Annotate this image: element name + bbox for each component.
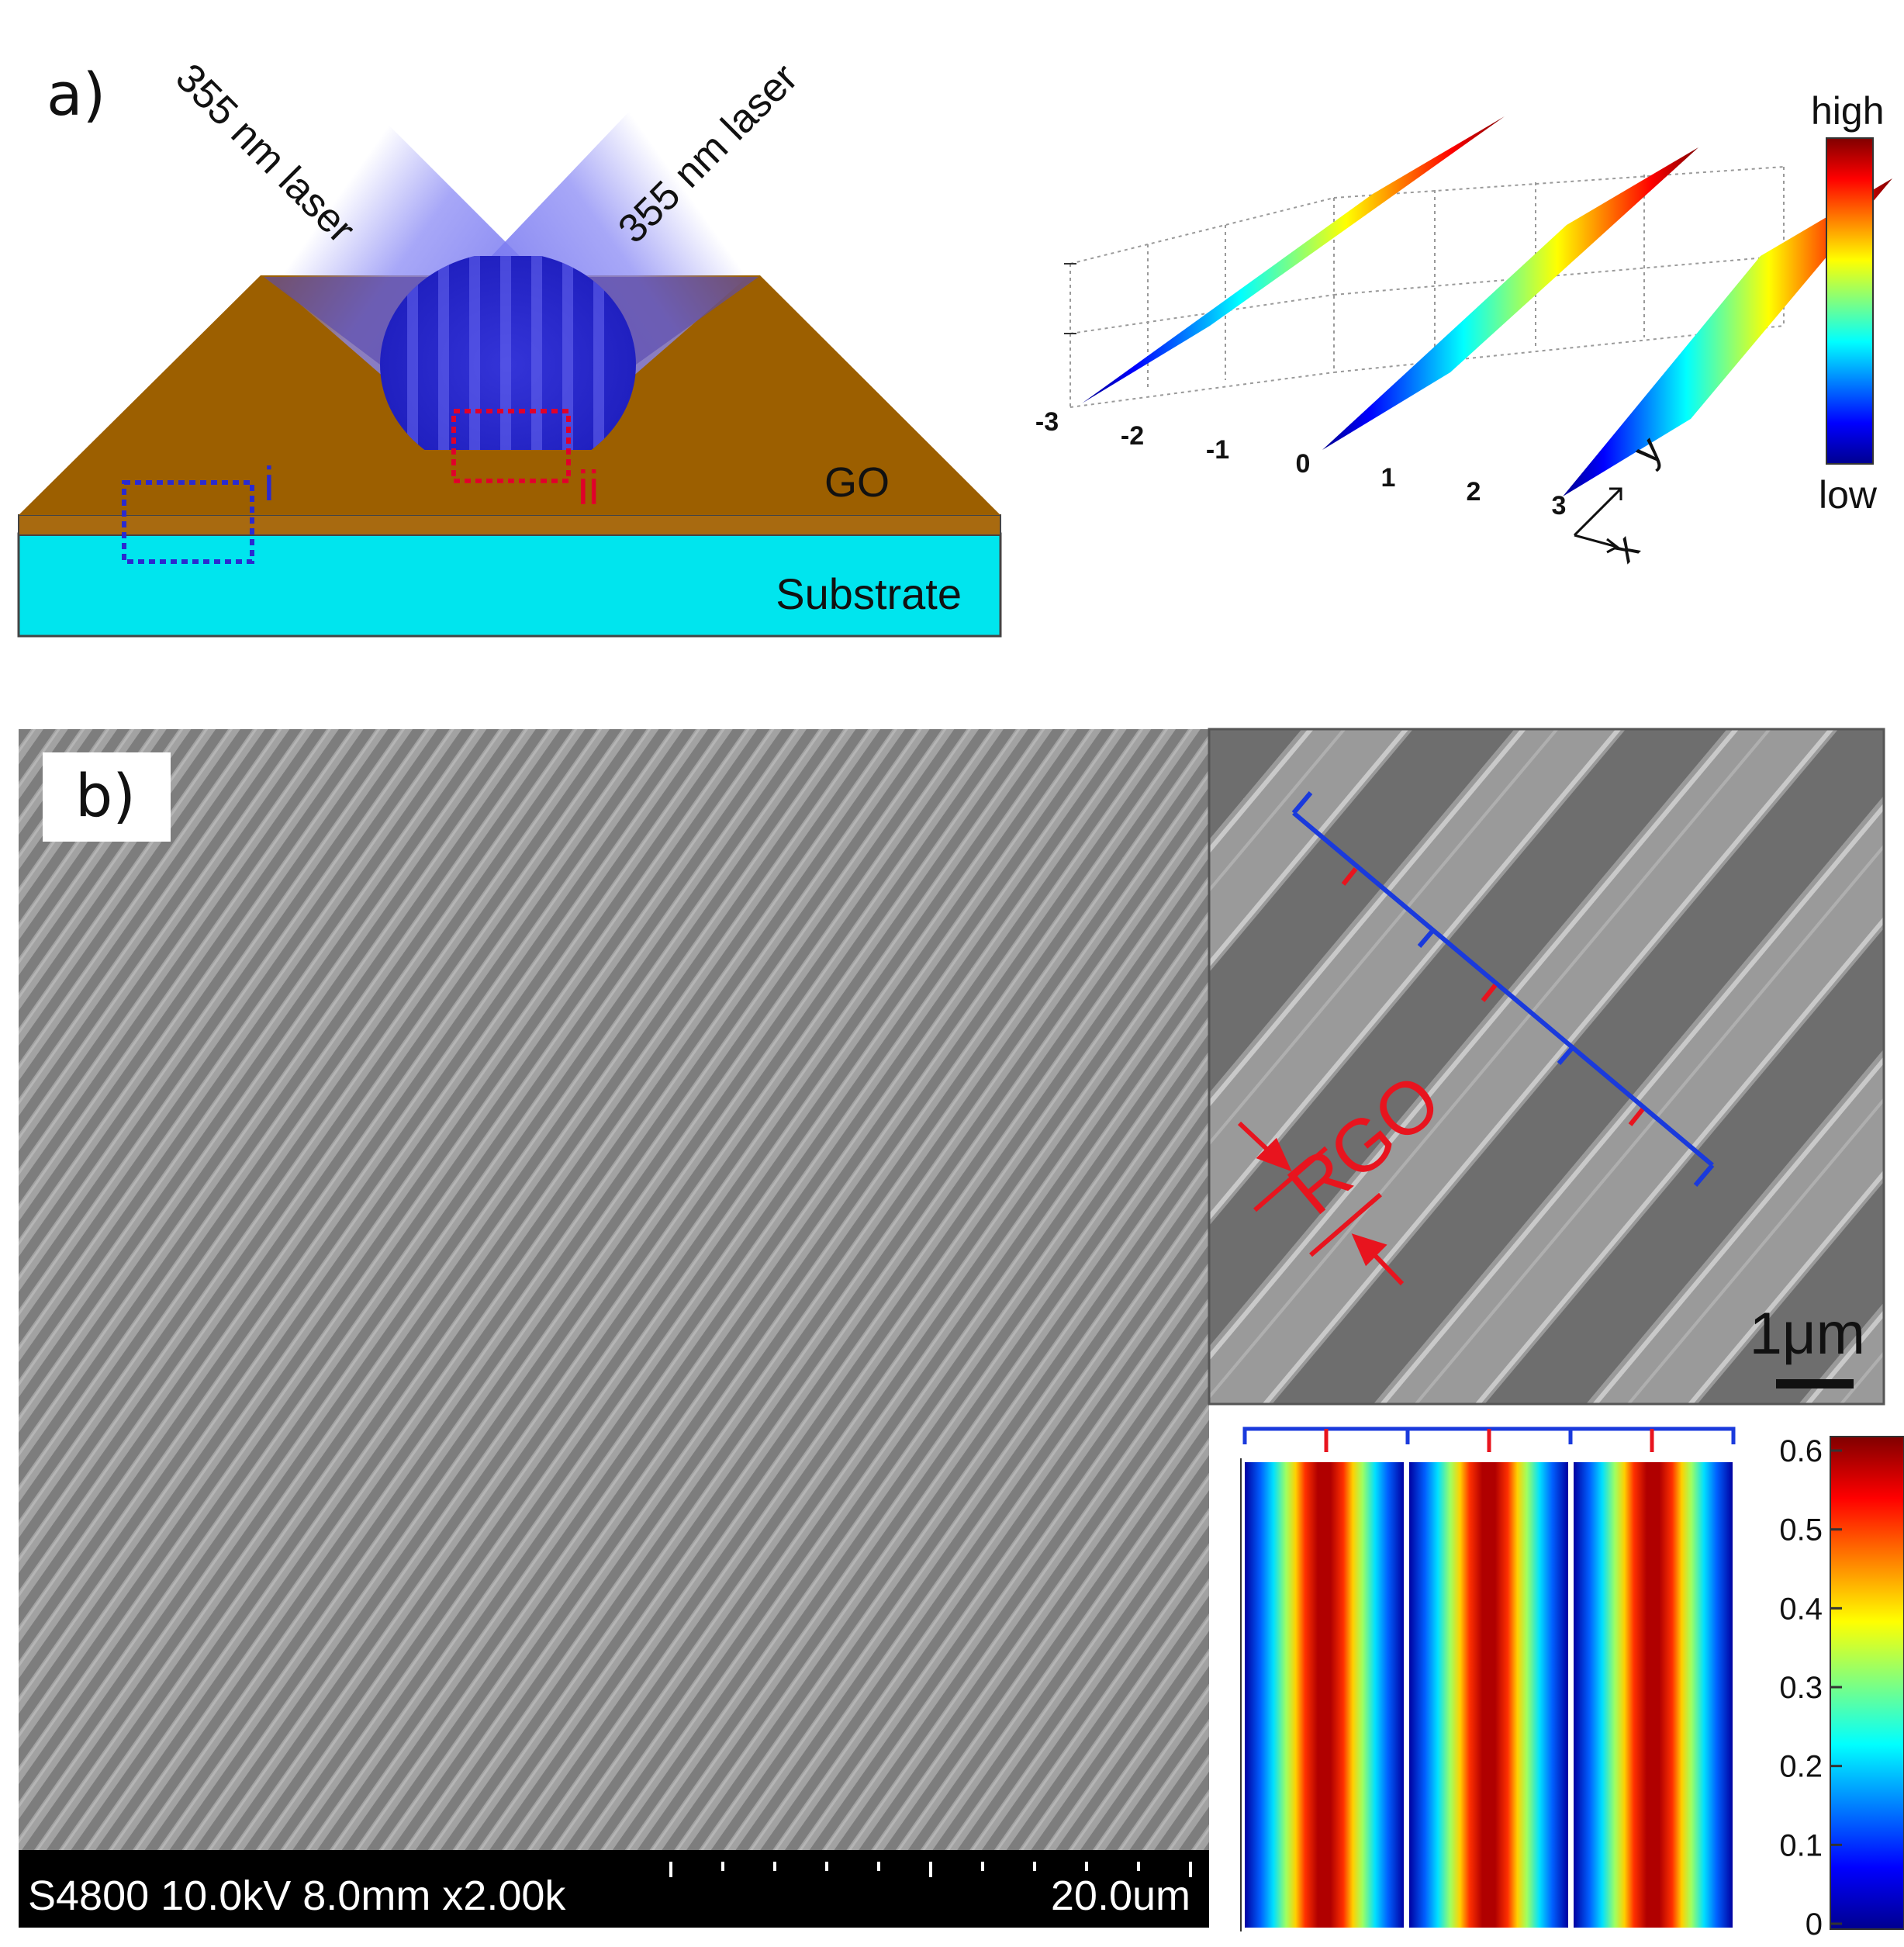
plot3d-x-tick: 2 (1467, 477, 1481, 507)
go-label: GO (824, 459, 890, 506)
sem-image (19, 729, 1209, 1850)
inset-red-ticks (1341, 867, 1645, 1126)
region-ii-label: ii (578, 462, 600, 515)
colorbar-b-tick: 0 (1806, 1907, 1823, 1942)
plot3d-x-tick: -1 (1206, 435, 1229, 465)
colorbar-b-tick: 0.1 (1779, 1828, 1823, 1862)
surface-ridge-2 (1322, 147, 1698, 450)
plot3d-x-ticks: -3 -2 -1 0 1 2 3 (1035, 407, 1567, 520)
surface-ridge-1 (1082, 116, 1505, 403)
inset-measure-bar (1291, 791, 1715, 1187)
colorbar-b-tick: 0.4 (1779, 1592, 1823, 1626)
map-red-ticks (1324, 1429, 1654, 1452)
plot3d-axis-x: x (1602, 525, 1647, 571)
sem-noise (19, 729, 1209, 1850)
go-film (18, 514, 1001, 536)
colorbar-a-high: high (1811, 89, 1885, 133)
map-stripe-period (1409, 1462, 1568, 1928)
colorbar-b-tick: 0.6 (1779, 1434, 1823, 1468)
panel-a: a) Substrate GO (17, 31, 1892, 638)
sem-info-bar (19, 1850, 1209, 1928)
panel-b-label-box (43, 752, 171, 842)
region-ii-box (451, 409, 571, 483)
colorbar-b-tick: 0.3 (1779, 1671, 1823, 1705)
panel-b: b) S4800 10.0kV 8.0mm x2.00k 20.0um (19, 728, 1904, 1942)
plot3d-x-tick: -3 (1035, 407, 1059, 437)
colorbar-a: high low (1811, 89, 1885, 517)
panel-a-label: a) (47, 60, 105, 129)
sem-scale-text: 20.0um (1051, 1873, 1190, 1919)
sem-scale-ticks (669, 1862, 1192, 1877)
panel-b-label: b) (75, 761, 136, 830)
colorbar-a-low: low (1819, 473, 1878, 517)
map-stripe-period (1574, 1462, 1733, 1928)
plot3d-axes-indicator (1573, 487, 1622, 554)
interference-spot (380, 256, 636, 450)
inset-scale-bar (1776, 1379, 1854, 1388)
sem-info-text: S4800 10.0kV 8.0mm x2.00k (28, 1873, 566, 1919)
inset-scale-text: 1μm (1750, 1301, 1865, 1367)
region-i-box (122, 480, 254, 564)
inset-width-marker (1237, 1121, 1405, 1286)
map-stripe-period (1245, 1462, 1404, 1928)
plot3d-x-tick: 0 (1296, 449, 1311, 479)
colorbar-b: 0.6 0.5 0.4 0.3 0.2 0.1 0 (1779, 1434, 1904, 1942)
plot3d-x-tick: 1 (1381, 463, 1396, 493)
plot3d-x-tick: 3 (1552, 491, 1567, 520)
surface-ridge-3 (1563, 178, 1892, 496)
region-i-label: i (264, 458, 275, 511)
colorbar-b-tick: 0.5 (1779, 1513, 1823, 1548)
substrate-label: Substrate (776, 569, 962, 618)
plot3d-surface (1082, 116, 1892, 496)
substrate-layer (17, 532, 1002, 638)
intensity-map (1240, 1427, 1737, 1931)
plot3d-x-tick: -2 (1121, 421, 1144, 451)
colorbar-b-tick: 0.2 (1779, 1750, 1823, 1784)
inset-sem-image (1208, 728, 1885, 1406)
